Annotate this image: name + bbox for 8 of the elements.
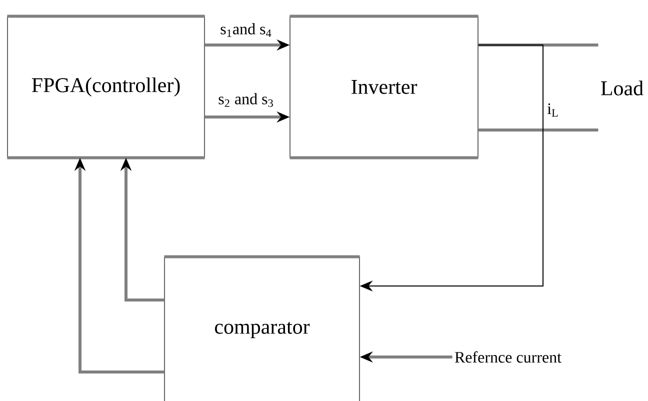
edge-label: i$_{L}$ — [547, 103, 558, 117]
edge-label: s$_{2}$ and s$_{3}$ — [218, 93, 273, 107]
block-box: Inverter — [290, 14, 478, 160]
text-label: Load — [601, 80, 644, 96]
text-label: Refernce current — [454, 351, 562, 363]
block-box: FPGA(controller) — [7, 14, 205, 160]
edge-label: s$_{1}$and s$_{4}$ — [220, 23, 272, 37]
block-box: comparator — [164, 255, 360, 401]
